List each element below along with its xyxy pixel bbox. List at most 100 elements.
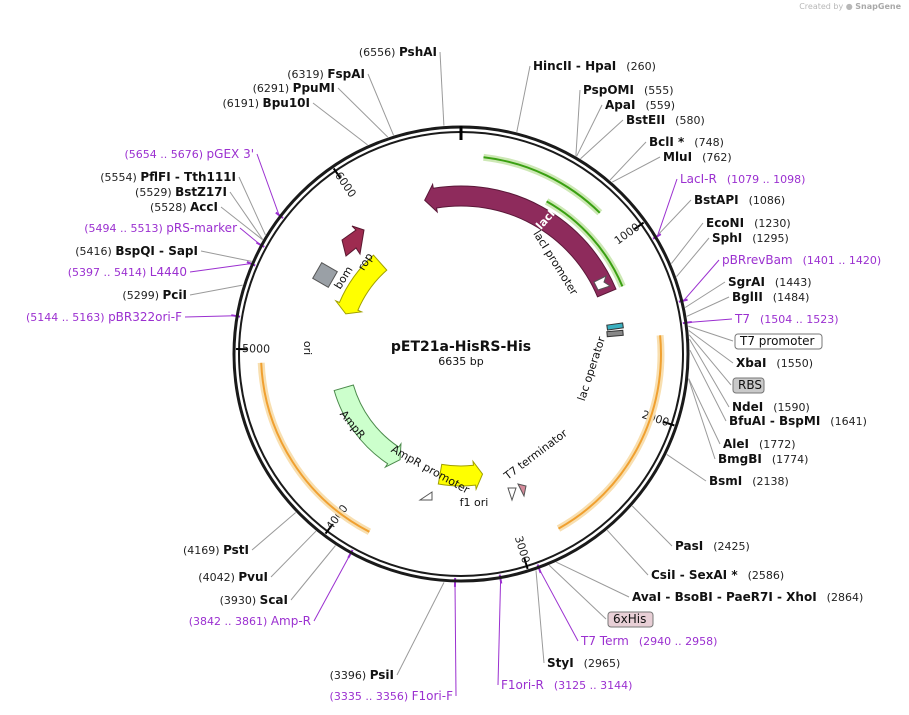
plasmid-size: 6635 bp (438, 355, 483, 368)
enzyme-label: BfuAI - BspMI(1641) (729, 414, 867, 428)
leader-line (220, 206, 263, 241)
site-label-group: BstEII(580) (626, 113, 705, 127)
site-label-group: AvaI - BsoBI - PaeR7I - XhoI(2864) (632, 590, 863, 604)
tick-label: 1000 (612, 220, 642, 247)
enzyme-label: ApaI(559) (605, 98, 675, 112)
primer-label: T7(1504 .. 1523) (734, 312, 839, 326)
site-label-group: (3396) PsiI (330, 668, 394, 682)
T7-terminator-arrow (507, 487, 517, 502)
enzyme-label: AvaI - BsoBI - PaeR7I - XhoI(2864) (632, 590, 863, 604)
feature-label: f1 ori (460, 496, 489, 509)
plasmid-backbone (232, 125, 690, 583)
lacI-promoter-arrow (593, 275, 612, 291)
leader-line (676, 237, 710, 278)
site-label-group: (5554) PflFI - Tth111I (100, 170, 236, 184)
leader-line (575, 89, 581, 156)
site-label-group: (5144 .. 5163) pBR322ori-F (26, 310, 182, 324)
bom-box (312, 262, 338, 288)
leader-line (454, 582, 457, 697)
feature-badge-label: T7 promoter (739, 334, 815, 348)
site-label-group: (4169) PstI (183, 543, 249, 557)
enzyme-label: (3930) ScaI (220, 593, 288, 607)
site-labels: (6556) PshAI(6319) FspAI(6291) PpuMI(619… (26, 45, 881, 703)
leader-line (686, 296, 730, 317)
leader-line (631, 505, 673, 547)
credit-prefix: Created by (799, 2, 844, 11)
site-label-group: SgrAI(1443) (728, 275, 811, 289)
site-label-group: (5529) BstZ17I (135, 185, 227, 199)
leader-line (689, 349, 727, 422)
enzyme-label: XbaI(1550) (736, 356, 813, 370)
leader-line (238, 176, 266, 236)
tick-label: 3000 (512, 534, 533, 565)
leader-line (229, 191, 264, 240)
primer-site-mark (536, 564, 542, 574)
site-label-group: (6291) PpuMI (253, 81, 335, 95)
primer-label: (3842 .. 3861) Amp-R (189, 614, 311, 628)
site-label-group: (5654 .. 5676) pGEX 3' (124, 147, 254, 161)
enzyme-label: (5529) BstZ17I (135, 185, 227, 199)
leader-line (689, 338, 730, 408)
plasmid-name: pET21a-HisRS-His (391, 339, 531, 355)
site-label-group: MluI(762) (663, 150, 732, 164)
primer-site-mark (682, 320, 692, 325)
site-label-group: BsmI(2138) (709, 474, 789, 488)
leader-line (367, 73, 394, 136)
primer-label: (3335 .. 3356) F1ori-F (330, 689, 454, 703)
site-label-group: PspOMI(555) (583, 83, 674, 97)
leader-line (576, 104, 603, 157)
lac-operator-box (606, 322, 624, 331)
enzyme-label: (5299) PciI (122, 288, 187, 302)
site-label-group: (5416) BspQI - SapI (75, 244, 198, 258)
enzyme-label: StyI(2965) (547, 656, 620, 670)
site-label-group: (5494 .. 5513) pRS-marker (84, 221, 237, 235)
enzyme-label: BstEII(580) (626, 113, 705, 127)
leader-line (189, 263, 251, 273)
leader-line (688, 325, 734, 342)
enzyme-label: PspOMI(555) (583, 83, 674, 97)
enzyme-label: BstAPI(1086) (694, 193, 785, 207)
site-label-group: HincII - HpaI(260) (533, 59, 656, 73)
site-label-group: F1ori-R(3125 .. 3144) (501, 678, 632, 692)
site-label-group: (3335 .. 3356) F1ori-F (330, 689, 454, 703)
rop-arrow (341, 225, 365, 257)
primer-label: (5654 .. 5676) pGEX 3' (124, 147, 254, 161)
tick-mark (324, 523, 334, 535)
leader-line (688, 334, 732, 386)
site-label-group: T7(1504 .. 1523) (734, 312, 839, 326)
site-label-group: pBRrevBam(1401 .. 1420) (722, 253, 881, 267)
leader-line (538, 568, 579, 642)
leader-line (684, 281, 726, 308)
enzyme-label: BmgBI(1774) (718, 452, 808, 466)
feature-badge-label: RBS (738, 378, 762, 392)
leader-line (666, 453, 707, 482)
feature-label: T7 terminator (501, 426, 570, 483)
site-label-group: BglII(1484) (732, 290, 809, 304)
site-label-group: PasI(2425) (675, 539, 750, 553)
leader-line (439, 51, 445, 126)
leader-line (609, 141, 647, 181)
site-label-group: (3930) ScaI (220, 593, 288, 607)
primer-label: T7 Term(2940 .. 2958) (580, 634, 717, 648)
enzyme-label: (5528) AccI (150, 200, 218, 214)
site-label-group: (6191) Bpu10I (222, 96, 310, 110)
feature-label: ori (301, 341, 314, 355)
f1-ori-arrow (437, 459, 484, 492)
leader-line (548, 564, 607, 620)
primer-label: F1ori-R(3125 .. 3144) (501, 678, 632, 692)
enzyme-label: MluI(762) (663, 150, 732, 164)
tick-mark (332, 167, 342, 179)
site-label-group: (3842 .. 3861) Amp-R (189, 614, 311, 628)
site-label-group: T7 promoter (734, 333, 823, 350)
leader-line (239, 227, 261, 245)
leader-line (606, 529, 649, 576)
primer-label: pBRrevBam(1401 .. 1420) (722, 253, 881, 267)
leader-line (200, 250, 252, 262)
feature-badge (732, 377, 765, 394)
site-label-group: SphI(1295) (712, 231, 789, 245)
primer-site-mark (678, 298, 688, 303)
primer-site-mark (347, 549, 354, 559)
leader-line (688, 330, 734, 364)
leader-line (312, 102, 368, 146)
